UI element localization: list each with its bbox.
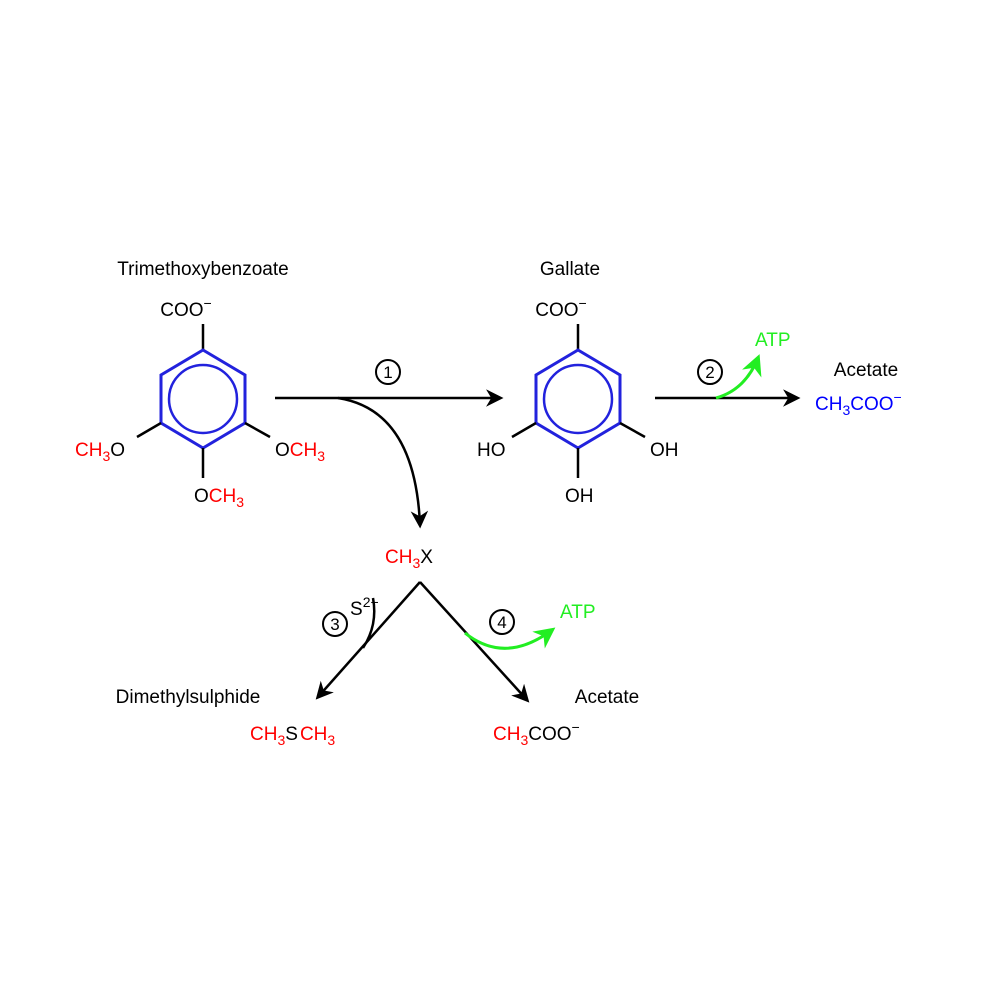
step1-circle: [375, 359, 401, 385]
step2-number: 2: [705, 363, 714, 382]
gallate-structure: Gallate COO− HO OH OH: [477, 259, 679, 507]
carboxylate-group: COO−: [160, 295, 211, 321]
gallate-label: Gallate: [540, 259, 600, 280]
step4-number: 4: [497, 613, 506, 632]
methyl-x: CH3X: [385, 547, 433, 571]
trimethoxybenzoate-structure: Trimethoxybenzoate COO− CH3O OCH3 OCH3: [75, 259, 325, 510]
methoxy-bottom: OCH3: [194, 486, 244, 510]
step4-circle: [489, 609, 515, 635]
gallate-carboxylate: COO−: [535, 295, 586, 321]
methoxy-left: CH3O: [75, 440, 125, 464]
acetate-label-top: Acetate: [834, 360, 898, 381]
step3-number: 3: [330, 615, 339, 634]
acetate-label-bottom: Acetate: [575, 687, 639, 708]
hydroxyl-bottom: OH: [565, 486, 594, 507]
step2-circle: [697, 359, 723, 385]
sulfide-input-curve: [361, 597, 376, 649]
acetate-formula-top: CH3COO−: [815, 389, 902, 418]
atp-arrow-step4: [464, 627, 556, 650]
acetate-formula-bottom: CH3COO−: [493, 719, 580, 748]
hydroxyl-right: OH: [650, 440, 679, 461]
step3-circle: [322, 611, 348, 637]
trimethoxybenzoate-label: Trimethoxybenzoate: [117, 259, 288, 280]
hydroxyl-left: HO: [477, 440, 506, 461]
dimethylsulphide-label: Dimethylsulphide: [116, 687, 261, 708]
atp-arrow-step2: [715, 354, 762, 400]
atp-label-step2: ATP: [755, 330, 791, 351]
step1-number: 1: [383, 363, 392, 382]
atp-label-step4: ATP: [560, 602, 596, 623]
methyl-transfer-arrow: [337, 396, 429, 529]
methoxy-right: OCH3: [275, 440, 325, 464]
step4-arrow: [419, 581, 530, 703]
